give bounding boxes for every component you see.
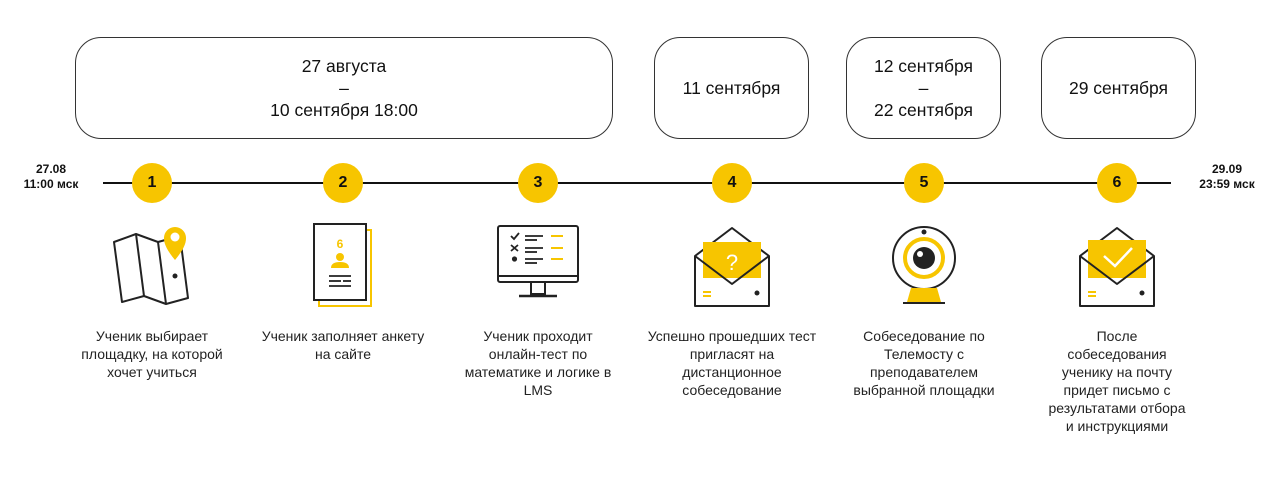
step-circle-3: 3 xyxy=(518,163,558,203)
period-box-4: 29 сентября xyxy=(1041,37,1196,139)
step-text-1: Ученик выбирает площадку, на которой хоч… xyxy=(81,328,223,380)
svg-text:6: 6 xyxy=(337,237,344,251)
period-line: – xyxy=(339,78,349,98)
envelope-check-icon xyxy=(1079,227,1155,307)
period-line: 10 сентября 18:00 xyxy=(270,100,418,120)
svg-text:?: ? xyxy=(726,250,738,275)
end-time: 23:59 мск xyxy=(1199,177,1255,191)
timeline-start-label: 27.08 11:00 мск xyxy=(8,162,94,192)
period-line: 29 сентября xyxy=(1068,78,1168,98)
period-line: 12 сентября xyxy=(873,56,973,76)
timeline-end-label: 29.09 23:59 мск xyxy=(1182,162,1272,192)
monitor-test-icon xyxy=(497,225,579,298)
step-circle-1: 1 xyxy=(132,163,172,203)
start-date: 27.08 xyxy=(35,162,67,176)
period-line: 22 сентября xyxy=(873,100,973,120)
envelope-question-icon: ? xyxy=(694,227,770,307)
form-document-icon: 6 xyxy=(313,223,372,307)
step-text-3: Ученик проходит онлайн-тест по математик… xyxy=(464,328,612,398)
period-box-2: 11 сентября xyxy=(654,37,809,139)
step-text-4: Успешно прошедших тест пригласят на дист… xyxy=(647,328,817,398)
step-circle-2: 2 xyxy=(323,163,363,203)
period-line: 27 августа xyxy=(301,56,387,76)
end-date: 29.09 xyxy=(1211,162,1243,176)
period-line: 11 сентября xyxy=(682,78,781,98)
step-text-6: После собеседования ученику на почту при… xyxy=(1048,328,1186,434)
step-circle-4: 4 xyxy=(712,163,752,203)
step-circle-5: 5 xyxy=(904,163,944,203)
map-pin-icon xyxy=(113,227,189,305)
timeline-line xyxy=(103,182,1171,184)
period-box-3: 12 сентября – 22 сентября xyxy=(846,37,1001,139)
step-text-5: Собеседование по Телемосту с преподавате… xyxy=(853,328,995,398)
step-circle-6: 6 xyxy=(1097,163,1137,203)
step-text-2: Ученик заполняет анкету на сайте xyxy=(261,328,425,362)
start-time: 11:00 мск xyxy=(23,177,79,191)
webcam-icon xyxy=(892,226,956,304)
period-box-1: 27 августа – 10 сентября 18:00 xyxy=(75,37,613,139)
period-line: – xyxy=(918,78,929,98)
